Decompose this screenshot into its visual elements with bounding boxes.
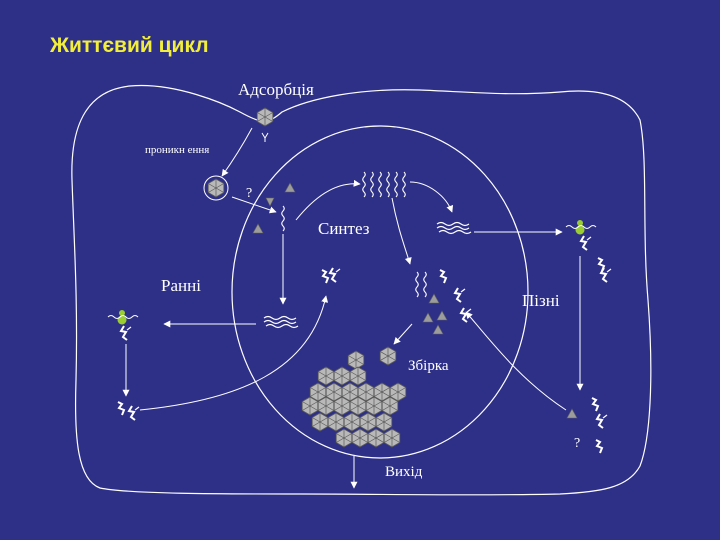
label-late: Пізні	[522, 291, 560, 311]
protein-chain-icon	[121, 326, 131, 340]
protein-chain-icon	[330, 268, 340, 282]
triangle-protein-icon	[437, 311, 447, 320]
protein-chain-icon	[592, 398, 598, 411]
arrow-late-transcription	[410, 182, 452, 212]
rna-strand-icon	[424, 272, 427, 297]
triangle-protein-icon	[433, 325, 443, 334]
rna-strand-icon	[282, 206, 285, 231]
protein-chain-icon	[581, 236, 591, 250]
rna-strand-icon	[416, 272, 419, 297]
triangle-protein-icon	[429, 294, 439, 303]
protein-chain-icon	[455, 288, 465, 302]
adsorbed-capsid-icon	[257, 108, 273, 126]
label-adsorption: Адсорбція	[238, 80, 314, 100]
protein-chain-icon	[601, 268, 611, 282]
protein-chain-icon	[596, 440, 602, 453]
arrow-assembly	[394, 324, 412, 344]
protein-chain-icon	[461, 308, 471, 322]
label-exit: Вихід	[385, 464, 422, 481]
protein-chain-icon	[118, 402, 124, 415]
protein-chain-icon	[597, 414, 607, 428]
label-early: Ранні	[161, 276, 201, 296]
wavy-rna-icon	[437, 223, 471, 234]
ribosome-icon	[566, 220, 596, 235]
label-question-top: ?	[246, 186, 252, 202]
triangle-protein-icon	[285, 183, 295, 192]
triangle-protein-icon	[567, 409, 577, 418]
triangle-protein-icon	[266, 198, 274, 206]
triangle-protein-icon	[253, 224, 263, 233]
ribosome-icon	[108, 310, 138, 325]
protein-chain-icon	[322, 270, 328, 283]
arrow-replication	[296, 184, 360, 220]
wavy-rna-icon	[264, 317, 298, 328]
penetrating-capsid-icon	[208, 179, 224, 197]
label-synthesis: Синтез	[318, 219, 369, 239]
rna-replication-icon	[363, 172, 406, 197]
arrow-to-synthesis	[392, 198, 410, 264]
arrow-late-protein-return	[466, 312, 566, 410]
triangle-protein-icon	[423, 313, 433, 322]
arrow-adsorption-penetration	[222, 128, 252, 176]
label-assembly: Збірка	[408, 358, 449, 375]
protein-chain-icon	[440, 270, 446, 283]
label-question-bottom: ?	[574, 436, 580, 452]
protein-chain-icon	[129, 406, 139, 420]
receptor-icon	[262, 133, 268, 142]
label-penetration: проникн ення	[145, 144, 215, 157]
assembled-capsids-icon	[302, 347, 406, 447]
